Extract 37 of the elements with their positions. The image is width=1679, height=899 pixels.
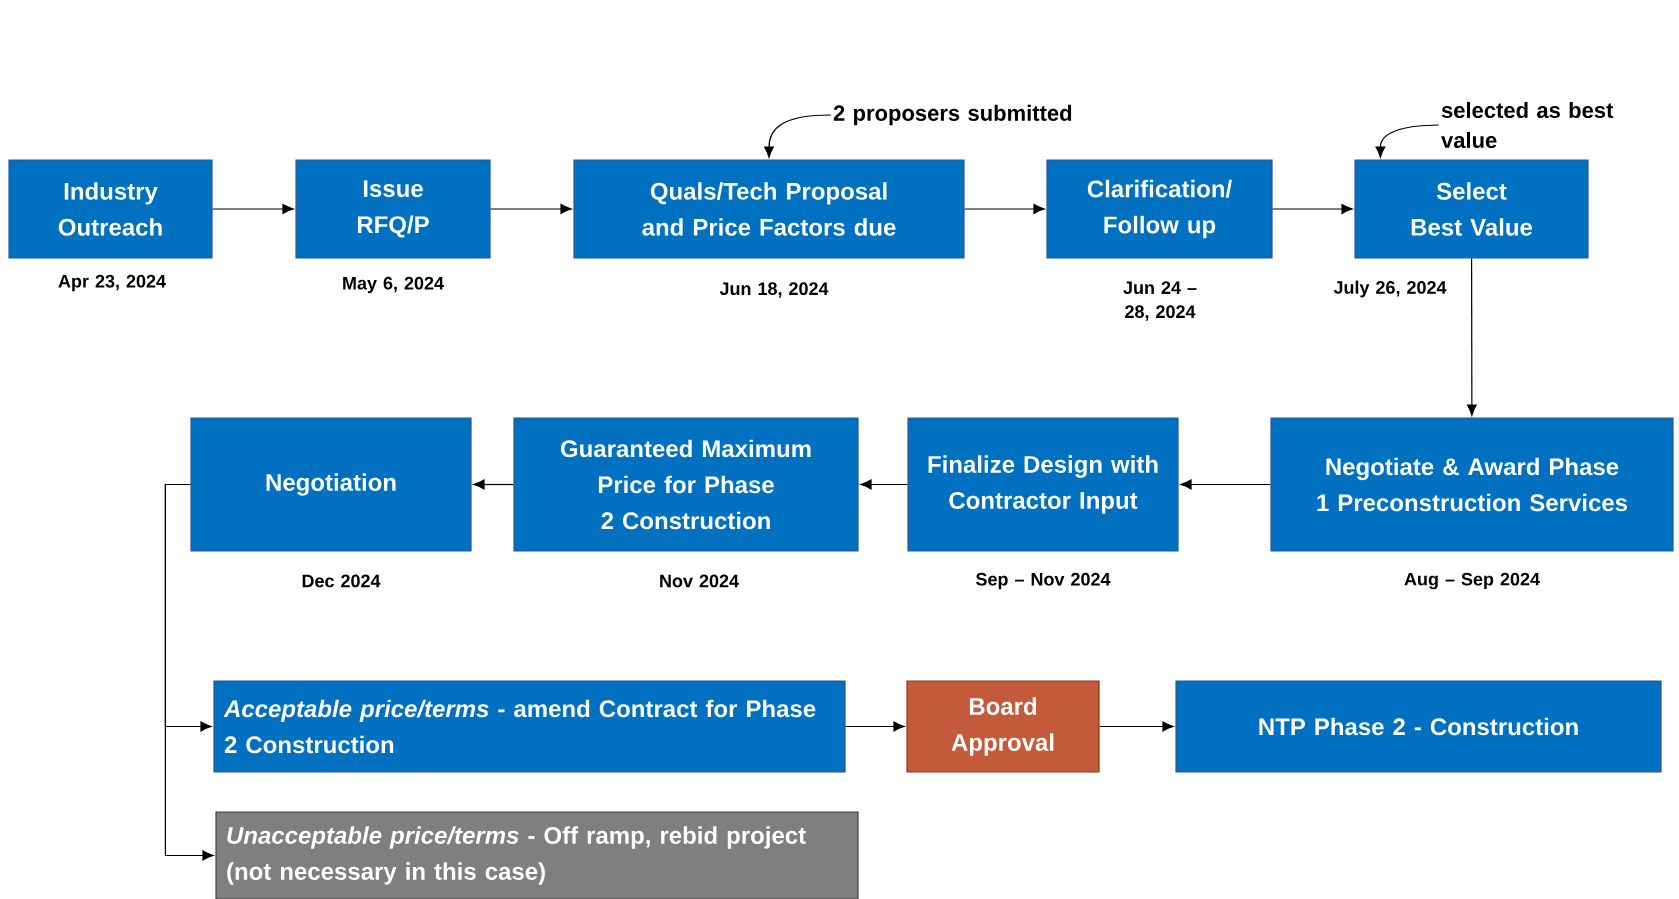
- elbow-arrow: [164, 483, 214, 861]
- arrow: [845, 721, 905, 732]
- approval-box: Board Approval: [906, 680, 1100, 773]
- process-box: Guaranteed Maximum Price for Phase 2 Construction: [513, 417, 859, 552]
- arrow: [212, 204, 294, 214]
- date-label: May 6, 2024: [343, 276, 444, 294]
- arrow: [1466, 258, 1477, 416]
- process-box: NTP Phase 2 - Construction: [1175, 680, 1662, 773]
- arrow: [964, 204, 1045, 214]
- date-label: Jun 24 – 28, 2024: [1123, 281, 1197, 321]
- annotation-text: selected as best value: [1441, 101, 1614, 149]
- date-label: Jun 18, 2024: [719, 282, 829, 298]
- annotation-text: 2 proposers submitted: [833, 104, 1072, 126]
- process-box: Acceptable price/terms - amend Contract for Phase 2 Construction: [213, 680, 846, 773]
- process-box: Industry Outreach: [8, 159, 213, 259]
- date-label: Apr 23, 2024: [58, 274, 166, 292]
- process-box: Issue RFQ/P: [295, 159, 491, 259]
- process-box: Negotiation: [190, 417, 472, 552]
- arrow: [473, 479, 514, 490]
- date-label: Nov 2024: [660, 574, 739, 588]
- arrow: [1272, 204, 1353, 214]
- process-box: Select Best Value: [1354, 159, 1589, 259]
- process-box: Finalize Design with Contractor Input: [907, 417, 1179, 552]
- date-label: July 26, 2024: [1333, 280, 1447, 298]
- arrow: [490, 204, 572, 214]
- leader-arrow: [1375, 124, 1440, 158]
- off-ramp-box: Unacceptable price/terms - Off ramp, rebid project (not necessary in this case): [215, 811, 859, 899]
- arrow: [1180, 479, 1271, 490]
- arrow: [1099, 721, 1174, 732]
- leader-arrow: [764, 114, 832, 158]
- process-box: Negotiate & Award Phase 1 Preconstruction Services: [1270, 417, 1674, 552]
- process-box: Quals/Tech Proposal and Price Factors due: [573, 159, 965, 259]
- process-box: Clarification/ Follow up: [1046, 159, 1273, 259]
- date-label: Sep – Nov 2024: [976, 572, 1111, 590]
- arrow: [860, 479, 908, 490]
- date-label: Aug – Sep 2024: [1404, 572, 1540, 590]
- date-label: Dec 2024: [302, 574, 381, 588]
